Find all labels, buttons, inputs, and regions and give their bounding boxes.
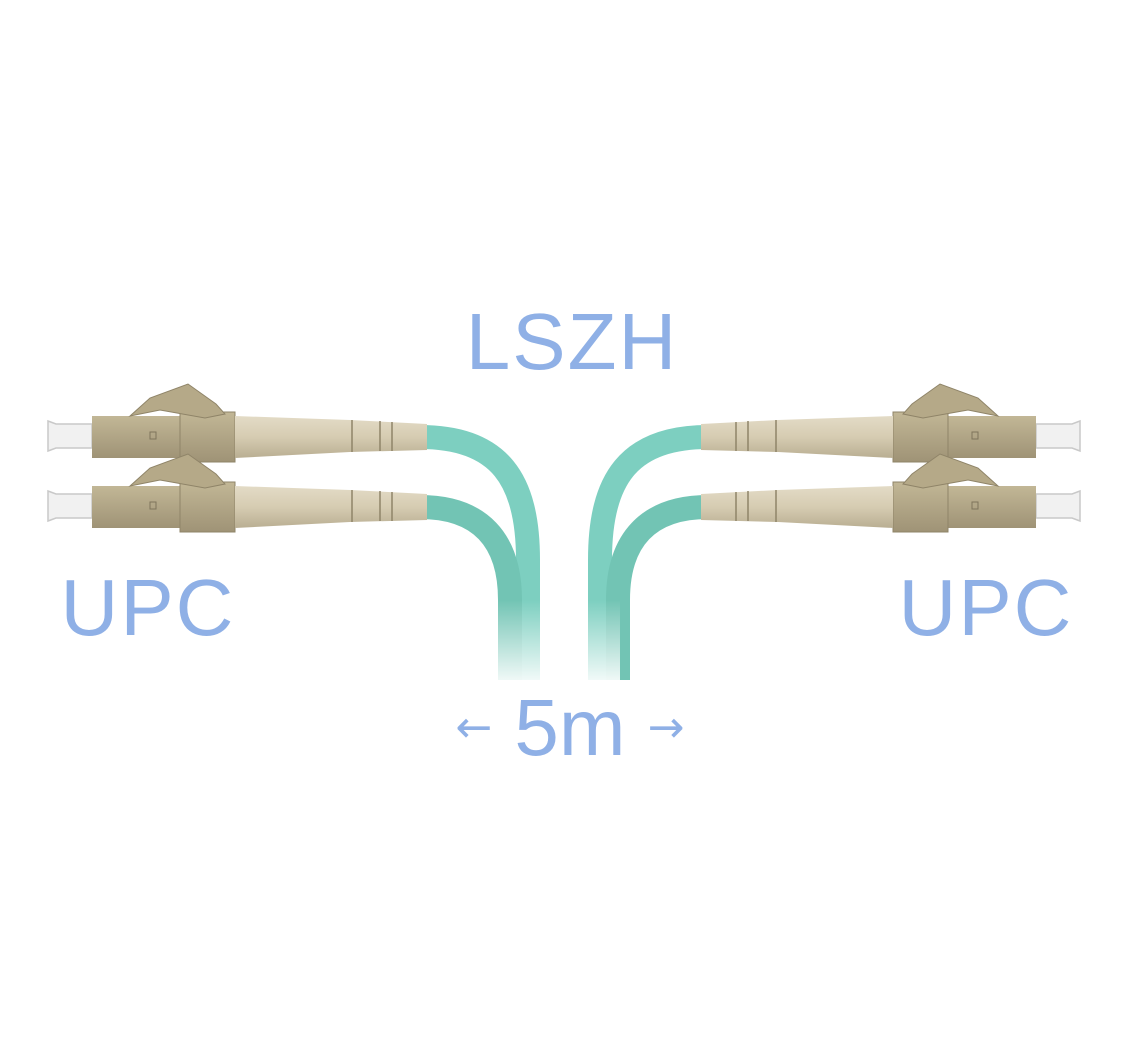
length-label: 5m: [514, 683, 626, 772]
cable-fade: [480, 600, 620, 690]
arrow-right-icon: →: [647, 702, 685, 753]
right-polish-label: UPC: [898, 563, 1074, 652]
left-polish-label: UPC: [60, 563, 236, 652]
arrow-left-icon: ←: [455, 702, 493, 753]
jacket-label: LSZH: [465, 297, 679, 386]
length-indicator: ← 5m →: [456, 688, 685, 768]
